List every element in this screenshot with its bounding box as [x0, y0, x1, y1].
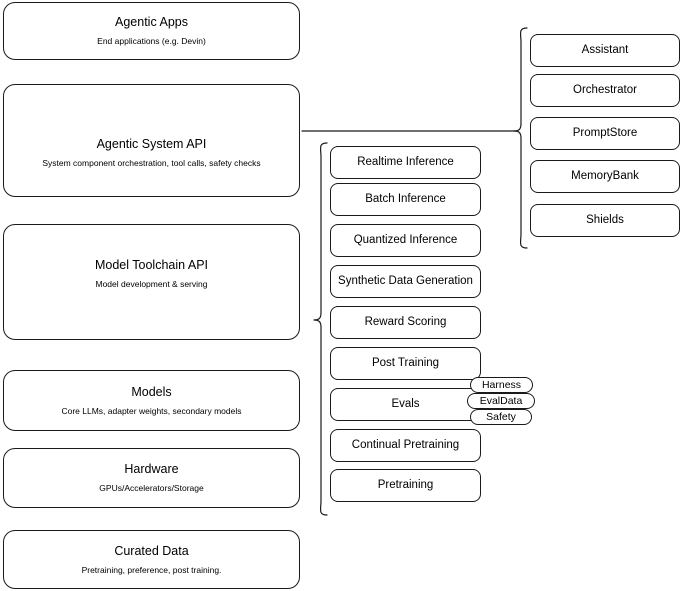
layer-agentic-apps[interactable]: Agentic Apps End applications (e.g. Devi… [3, 2, 300, 60]
system-component-assistant[interactable]: Assistant [530, 34, 680, 67]
capability-synthetic-data-generation[interactable]: Synthetic Data Generation [330, 265, 481, 298]
layer-model-toolchain-api[interactable]: Model Toolchain API Model development & … [3, 224, 300, 340]
layer-subtitle: GPUs/Accelerators/Storage [99, 483, 204, 493]
layer-models[interactable]: Models Core LLMs, adapter weights, secon… [3, 370, 300, 431]
evals-chip-safety[interactable]: Safety [470, 409, 532, 425]
layer-subtitle: Pretraining, preference, post training. [81, 564, 222, 575]
capability-reward-scoring[interactable]: Reward Scoring [330, 306, 481, 339]
capability-pretraining[interactable]: Pretraining [330, 469, 481, 502]
evals-chip-evaldata[interactable]: EvalData [467, 393, 535, 409]
capability-batch-inference[interactable]: Batch Inference [330, 183, 481, 216]
capability-continual-pretraining[interactable]: Continual Pretraining [330, 429, 481, 462]
system-component-orchestrator[interactable]: Orchestrator [530, 74, 680, 107]
system-component-memorybank[interactable]: MemoryBank [530, 160, 680, 193]
system-component-shields[interactable]: Shields [530, 204, 680, 237]
layer-subtitle: End applications (e.g. Devin) [97, 36, 206, 46]
layer-title: Agentic System API [96, 136, 207, 151]
layer-title: Hardware [124, 462, 179, 477]
brace-system-components [513, 27, 528, 249]
layer-agentic-system-api[interactable]: Agentic System API System component orch… [3, 84, 300, 197]
layer-hardware[interactable]: Hardware GPUs/Accelerators/Storage [3, 448, 300, 508]
system-component-promptstore[interactable]: PromptStore [530, 117, 680, 150]
layer-subtitle: Model development & serving [95, 279, 208, 289]
capability-quantized-inference[interactable]: Quantized Inference [330, 224, 481, 257]
layer-title: Models [131, 384, 172, 399]
layer-subtitle: Core LLMs, adapter weights, secondary mo… [61, 405, 242, 416]
layer-curated-data[interactable]: Curated Data Pretraining, preference, po… [3, 530, 300, 589]
brace-toolchain-capabilities [313, 142, 328, 516]
layer-title: Agentic Apps [115, 15, 188, 30]
capability-evals[interactable]: Evals [330, 388, 481, 421]
evals-chip-harness[interactable]: Harness [470, 377, 533, 393]
capability-post-training[interactable]: Post Training [330, 347, 481, 380]
layer-title: Curated Data [114, 543, 189, 558]
layer-subtitle: System component orchestration, tool cal… [42, 157, 261, 168]
capability-realtime-inference[interactable]: Realtime Inference [330, 146, 481, 179]
layer-title: Model Toolchain API [94, 258, 209, 273]
